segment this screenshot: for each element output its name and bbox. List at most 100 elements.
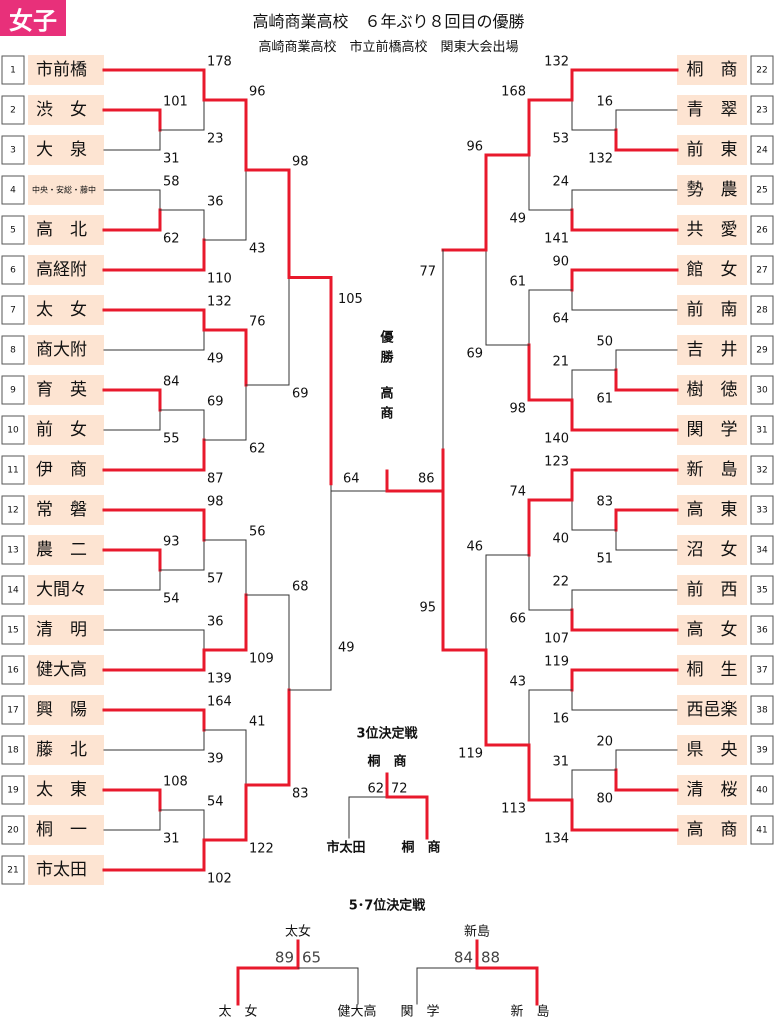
champion-char: 勝 (380, 350, 394, 366)
third-place-team: 桐 商 (401, 840, 440, 856)
team-name-box (677, 615, 747, 645)
score-label: 51 (596, 552, 613, 567)
score-label: 68 (292, 580, 309, 595)
team-name: 高 東 (687, 500, 738, 520)
team-name-box (28, 415, 104, 445)
team-name: 館 女 (687, 260, 738, 280)
team-name-box (28, 175, 104, 205)
seed-box (750, 535, 774, 565)
score-label: 24 (552, 175, 569, 190)
score-label: 54 (163, 592, 180, 607)
score-label: 53 (552, 132, 569, 147)
seed-number: 8 (10, 346, 16, 356)
seed-number: 9 (10, 386, 16, 396)
team-name-box (28, 255, 104, 285)
score-label: 110 (207, 272, 232, 287)
score-label: 39 (207, 752, 224, 767)
team-name-box (28, 655, 104, 685)
team-name-box (28, 295, 104, 325)
score-label: 76 (249, 315, 266, 330)
team-name: 前 西 (687, 580, 738, 600)
team-name-box (677, 55, 747, 85)
seed-box (1, 415, 25, 445)
seed-box (750, 775, 774, 805)
seed-box (1, 695, 25, 725)
score-label: 87 (207, 472, 224, 487)
score-label: 108 (163, 775, 188, 790)
team-name: 市太田 (36, 860, 87, 880)
score-label: 23 (207, 132, 224, 147)
seed-number: 24 (756, 146, 768, 156)
score-label: 57 (207, 572, 224, 587)
seed-number: 40 (756, 786, 768, 796)
seed-box (1, 655, 25, 685)
seed-number: 20 (7, 826, 19, 836)
team-name-box (677, 735, 747, 765)
seed-number: 32 (756, 466, 767, 476)
seed-number: 5 (10, 226, 16, 236)
team-name-box (28, 695, 104, 725)
page-subtitle: 高崎商業高校 市立前橋高校 関東大会出場 (258, 40, 519, 55)
seed-number: 21 (7, 866, 18, 876)
score-label: 74 (509, 485, 526, 500)
seed-box (1, 775, 25, 805)
seed-box (750, 215, 774, 245)
seed-number: 28 (756, 306, 768, 316)
seed-box (750, 735, 774, 765)
seed-box (750, 95, 774, 125)
score-label: 88 (481, 949, 500, 967)
score-label: 132 (544, 55, 569, 70)
score-label: 109 (249, 652, 274, 667)
team-name: 桐 一 (36, 820, 87, 840)
seed-box (750, 695, 774, 725)
score-label: 101 (163, 95, 188, 110)
score-label: 164 (207, 695, 232, 710)
score-label: 61 (509, 275, 526, 290)
seed-box (750, 415, 774, 445)
score-label: 123 (544, 455, 569, 470)
score-label: 43 (509, 675, 526, 690)
score-label: 55 (163, 432, 180, 447)
seed-box (750, 615, 774, 645)
team-name-box (677, 95, 747, 125)
fifth-place-team: 健大高 (337, 1004, 376, 1020)
team-name: 太 東 (36, 780, 87, 800)
score-label: 65 (302, 949, 321, 967)
team-name: 大 泉 (36, 140, 87, 160)
team-name-box (677, 215, 747, 245)
score-label: 43 (249, 242, 266, 257)
team-name-box (677, 255, 747, 285)
score-label: 56 (249, 525, 266, 540)
score-label: 31 (163, 832, 180, 847)
score-label: 98 (207, 495, 224, 510)
team-name: 高経附 (36, 260, 87, 280)
seed-box (1, 335, 25, 365)
seed-number: 17 (7, 706, 18, 716)
score-label: 119 (458, 747, 483, 762)
seed-number: 37 (756, 666, 767, 676)
score-label: 36 (207, 195, 224, 210)
score-label: 69 (292, 387, 309, 402)
seed-number: 26 (756, 226, 768, 236)
score-label: 49 (509, 212, 526, 227)
seed-number: 27 (756, 266, 767, 276)
team-name: 中央・安総・藤中 (32, 185, 96, 195)
score-label: 134 (544, 832, 569, 847)
team-name-box (677, 775, 747, 805)
team-name-box (28, 815, 104, 845)
team-name: 市前橋 (36, 60, 87, 80)
team-name: 新 島 (687, 460, 738, 480)
team-name: 伊 商 (36, 460, 87, 480)
team-name: 樹 徳 (687, 380, 738, 400)
score-label: 98 (509, 402, 526, 417)
seed-number: 36 (756, 626, 768, 636)
team-name-box (677, 175, 747, 205)
seed-box (750, 815, 774, 845)
score-label: 83 (596, 495, 613, 510)
seed-box (1, 255, 25, 285)
fifth-place-team: 新 島 (510, 1004, 549, 1020)
score-label: 21 (552, 355, 569, 370)
score-label: 40 (552, 532, 569, 547)
team-name: 前 女 (36, 420, 87, 440)
